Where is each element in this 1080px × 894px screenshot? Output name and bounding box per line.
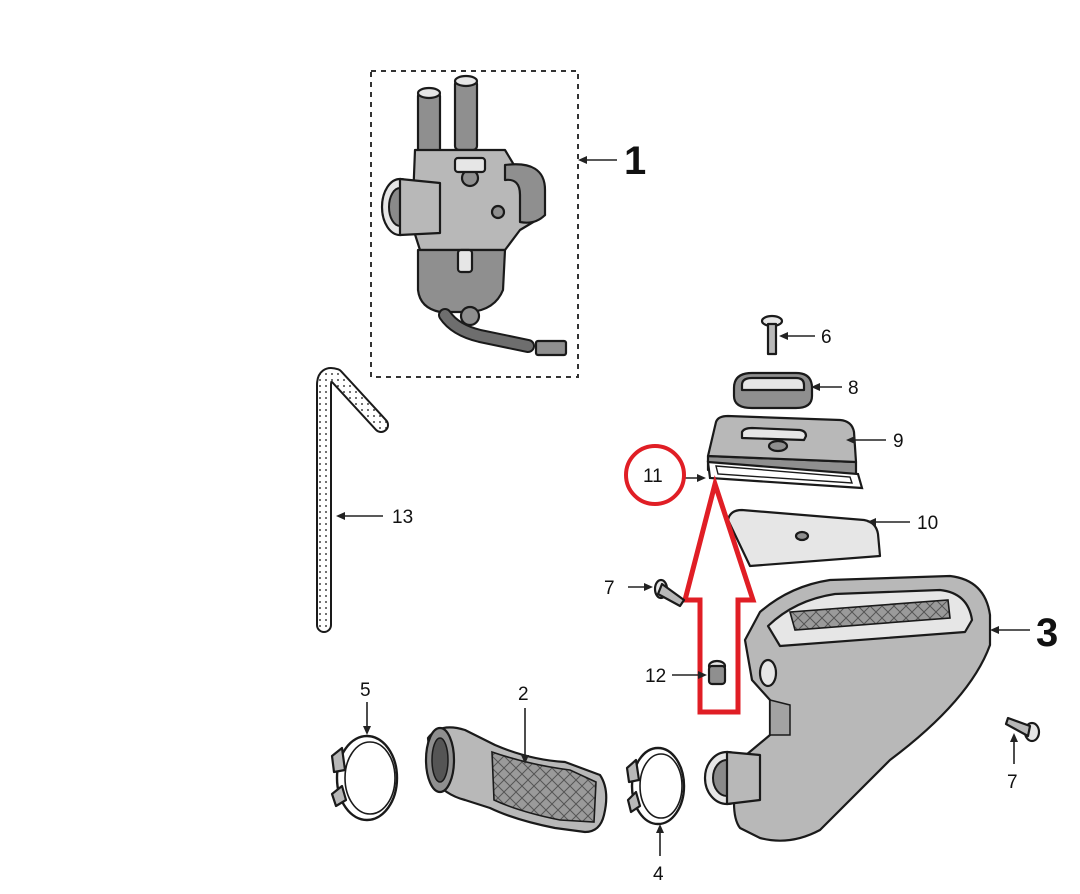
label-part-10: 10	[917, 513, 938, 534]
grommet-part-8	[732, 371, 814, 410]
hose-part-13	[316, 367, 389, 633]
air-box-part-3	[703, 574, 992, 842]
clamp-part-4	[625, 746, 686, 826]
label-part-7-right: 7	[1007, 772, 1018, 793]
label-part-3: 3	[1036, 611, 1058, 655]
screw-part-6	[760, 314, 784, 356]
label-part-9: 9	[893, 431, 904, 452]
label-part-2: 2	[518, 684, 529, 705]
label-part-12: 12	[645, 666, 666, 687]
gasket-part-11	[706, 460, 864, 490]
label-part-5: 5	[360, 680, 371, 701]
label-part-1: 1	[624, 139, 646, 183]
label-part-8: 8	[848, 378, 859, 399]
label-part-7-left: 7	[604, 578, 615, 599]
carburetor-dashed-frame	[370, 70, 579, 378]
clamp-part-5	[330, 734, 399, 822]
label-part-13: 13	[392, 507, 413, 528]
plug-part-12	[707, 659, 727, 686]
label-part-11: 11	[643, 466, 663, 487]
intake-boot-part-2	[424, 726, 608, 834]
screw-part-7-right	[1004, 716, 1041, 743]
filter-element-part-10	[726, 508, 882, 568]
highlight-arrow	[681, 475, 757, 715]
screw-part-7-left	[653, 578, 686, 608]
highlight-circle	[624, 444, 686, 506]
label-part-4: 4	[653, 864, 664, 885]
carburetor-part-1	[370, 70, 579, 378]
label-part-6: 6	[821, 327, 832, 348]
